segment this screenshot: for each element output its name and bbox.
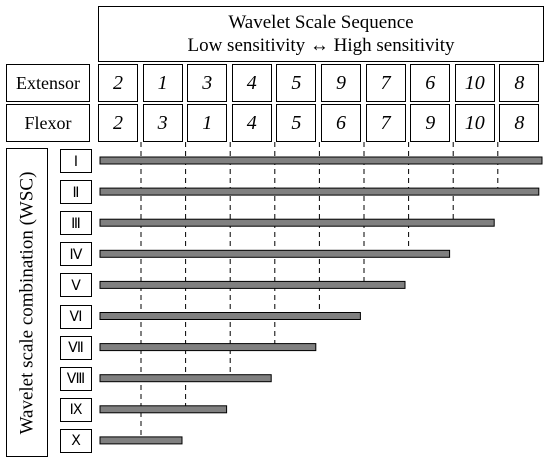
extensor-scale-cell: 9 bbox=[321, 64, 361, 102]
extensor-scale-cell: 8 bbox=[499, 64, 540, 102]
flexor-scale-cell: 5 bbox=[276, 104, 317, 142]
combination-bar bbox=[99, 156, 543, 165]
flexor-scale-cell: 8 bbox=[499, 104, 540, 142]
flexor-scale-cell: 2 bbox=[98, 104, 138, 142]
combination-bar bbox=[99, 405, 228, 414]
combination-bar bbox=[99, 218, 495, 227]
combination-bar bbox=[99, 374, 272, 383]
sensitivity-range: Low sensitivity ↔ High sensitivity bbox=[187, 35, 455, 56]
wsc-label: Ⅷ bbox=[60, 366, 92, 391]
sequence-title-box: Wavelet Scale Sequence Low sensitivity ↔… bbox=[98, 6, 544, 62]
combination-bar bbox=[99, 249, 451, 258]
combination-bar bbox=[99, 280, 406, 289]
wsc-label: Ⅰ bbox=[60, 149, 92, 173]
combination-bar bbox=[99, 436, 183, 445]
flexor-scale-cell: 3 bbox=[142, 104, 183, 142]
extensor-scale-cell: 2 bbox=[98, 64, 138, 102]
flexor-label: Flexor bbox=[24, 112, 72, 133]
wsc-label: Ⅱ bbox=[60, 180, 92, 205]
combination-bar bbox=[99, 343, 317, 352]
wsc-label: Ⅲ bbox=[60, 211, 92, 236]
extensor-scale-cell: 6 bbox=[410, 64, 451, 102]
wsc-label: Ⅸ bbox=[60, 397, 92, 422]
wsc-axis-box: Wavelet scale combination (WSC) bbox=[6, 148, 48, 457]
flexor-label-box: Flexor bbox=[6, 104, 90, 142]
extensor-label-box: Extensor bbox=[6, 64, 90, 102]
extensor-label: Extensor bbox=[16, 72, 80, 93]
extensor-scale-cell: 1 bbox=[142, 64, 183, 102]
extensor-scale-cell: 4 bbox=[231, 64, 272, 102]
extensor-scale-cell: 5 bbox=[276, 64, 317, 102]
extensor-scale-cell: 7 bbox=[365, 64, 406, 102]
flexor-scale-cell: 1 bbox=[187, 104, 228, 142]
wsc-label: Ⅹ bbox=[60, 428, 92, 453]
combination-bar bbox=[99, 187, 540, 196]
wsc-label: Ⅵ bbox=[60, 304, 92, 329]
sequence-title: Wavelet Scale Sequence bbox=[228, 12, 414, 33]
flexor-scale-cell: 7 bbox=[365, 104, 406, 142]
flexor-scale-cell: 10 bbox=[454, 104, 495, 142]
extensor-scale-cell: 10 bbox=[454, 64, 495, 102]
extensor-scale-cell: 3 bbox=[187, 64, 228, 102]
wsc-label: Ⅶ bbox=[60, 335, 92, 360]
wsc-label: Ⅴ bbox=[60, 273, 92, 298]
wsc-label: Ⅳ bbox=[60, 242, 92, 267]
flexor-scale-cell: 6 bbox=[321, 104, 361, 142]
combination-bar bbox=[99, 312, 361, 320]
flexor-scale-cell: 4 bbox=[231, 104, 272, 142]
flexor-scale-cell: 9 bbox=[410, 104, 451, 142]
